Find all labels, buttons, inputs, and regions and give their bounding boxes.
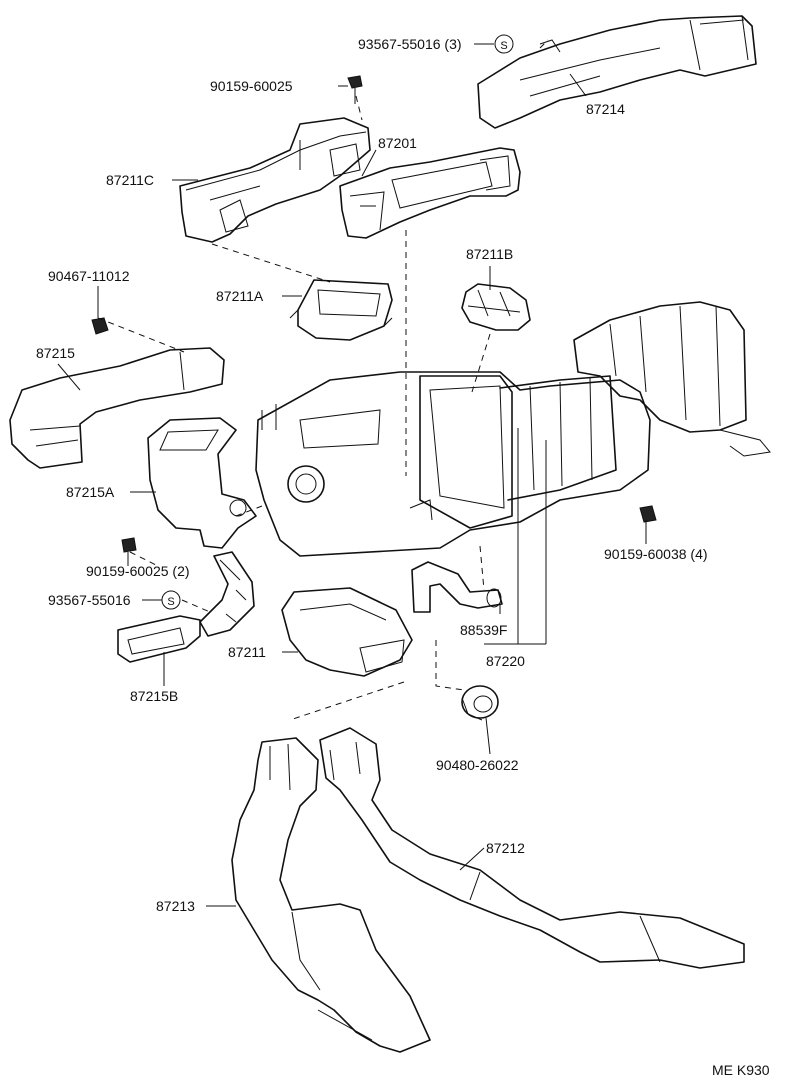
label-93567-55016: 93567-55016 bbox=[48, 592, 131, 608]
duct-87211B bbox=[461, 283, 531, 331]
label-90159-60025: 90159-60025 bbox=[210, 78, 293, 94]
label-87211C: 87211C bbox=[106, 172, 154, 188]
screw-icon bbox=[347, 75, 363, 104]
label-87211B: 87211B bbox=[466, 246, 513, 262]
heater-unit bbox=[255, 371, 651, 557]
label-87215A: 87215A bbox=[66, 484, 115, 500]
label-90159-60025-2: 90159-60025 (2) bbox=[86, 563, 190, 579]
s-mark-icon: S bbox=[494, 34, 514, 54]
screw-icon bbox=[639, 505, 657, 523]
svg-text:S: S bbox=[500, 40, 507, 52]
label-88539F: 88539F bbox=[460, 622, 507, 638]
clip-icon bbox=[91, 317, 109, 335]
label-87215B: 87215B bbox=[130, 688, 178, 704]
diagram-code: ME K930 bbox=[712, 1062, 770, 1078]
label-87211: 87211 bbox=[228, 644, 266, 660]
duct-87214 bbox=[477, 15, 757, 129]
label-87212: 87212 bbox=[486, 840, 525, 856]
svg-text:S: S bbox=[167, 596, 174, 608]
label-90159-60038-4: 90159-60038 (4) bbox=[604, 546, 708, 562]
label-87201: 87201 bbox=[378, 135, 417, 151]
duct-87212 bbox=[319, 727, 745, 969]
pipe-88539F bbox=[411, 561, 503, 613]
outlet-87215B bbox=[117, 615, 201, 663]
label-87211A: 87211A bbox=[216, 288, 264, 304]
s-mark-icon: S bbox=[161, 590, 181, 610]
duct-87215A bbox=[147, 417, 257, 549]
grommet-icon bbox=[461, 685, 499, 721]
label-87220: 87220 bbox=[486, 653, 525, 669]
label-93567-55016-3: 93567-55016 (3) bbox=[358, 36, 462, 52]
duct-87215 bbox=[9, 347, 225, 469]
blower-unit bbox=[573, 301, 771, 457]
hose bbox=[199, 551, 255, 637]
screw-icon bbox=[121, 537, 137, 553]
label-90480-26022: 90480-26022 bbox=[436, 757, 519, 773]
duct-87213 bbox=[231, 737, 431, 1053]
register-87201 bbox=[339, 147, 521, 239]
duct-87211A bbox=[289, 279, 393, 341]
label-87214: 87214 bbox=[586, 101, 625, 117]
duct-87211C bbox=[179, 117, 371, 243]
label-87213: 87213 bbox=[156, 898, 195, 914]
label-90467-11012: 90467-11012 bbox=[48, 268, 130, 284]
duct-87211 bbox=[281, 587, 413, 677]
label-87215: 87215 bbox=[36, 345, 75, 361]
